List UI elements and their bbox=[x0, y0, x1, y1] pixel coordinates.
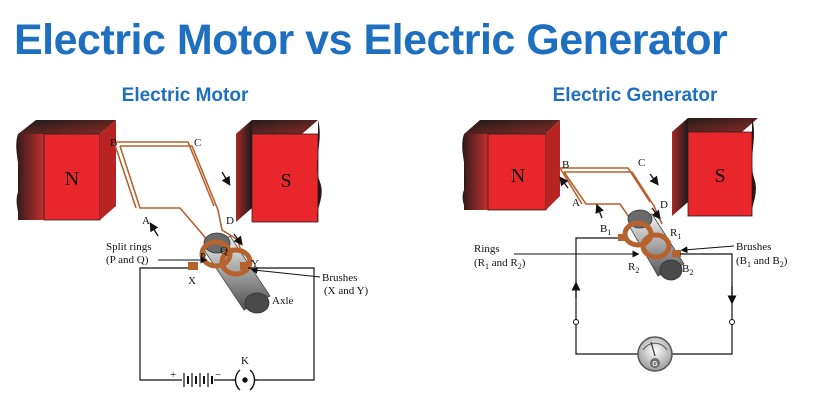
generator-diagram-svg: N S B C A D B1 R1 R2 B2 Rings (R1 and bbox=[462, 118, 788, 372]
generator-brushes-detail: (B1 and B2) bbox=[736, 255, 788, 269]
motor-key bbox=[232, 369, 258, 391]
generator-r1-label: R1 bbox=[670, 227, 681, 241]
motor-north-magnet: N bbox=[16, 120, 116, 221]
generator-terminal-left bbox=[573, 319, 579, 325]
generator-b1-label: B1 bbox=[600, 223, 611, 237]
generator-arrow-ab bbox=[559, 176, 569, 189]
motor-ring-q: Q bbox=[220, 245, 228, 257]
generator-heading: Electric Generator bbox=[552, 85, 718, 106]
motor-diagram: N S B C A D P Q X Y Split rings (P and Q… bbox=[8, 112, 384, 402]
generator-brush-b2 bbox=[672, 250, 681, 257]
generator-north-magnet: N bbox=[462, 120, 560, 211]
galvanometer-label: G bbox=[652, 361, 658, 368]
generator-corner-a: A bbox=[572, 197, 580, 209]
motor-corner-b: B bbox=[110, 137, 117, 149]
motor-battery bbox=[176, 373, 232, 387]
page-title: Electric Motor vs Electric Generator bbox=[14, 16, 728, 64]
motor-brush-y-label: Y bbox=[251, 258, 259, 270]
generator-corner-d: D bbox=[660, 199, 668, 211]
generator-brushes-pointer bbox=[680, 245, 735, 254]
motor-circuit bbox=[139, 267, 315, 381]
generator-arrow-d bbox=[651, 207, 661, 220]
generator-r2-label: R2 bbox=[628, 261, 639, 275]
motor-corner-d: D bbox=[226, 215, 234, 227]
generator-diagram: N S B C A D B1 R1 R2 B2 Rings (R1 and bbox=[452, 112, 814, 376]
generator-north-label: N bbox=[511, 165, 525, 187]
motor-brushes-label: Brushes bbox=[322, 272, 357, 284]
generator-arrow-a bbox=[595, 203, 604, 219]
motor-current-arrow-a bbox=[149, 222, 159, 237]
motor-south-label: S bbox=[280, 170, 291, 192]
motor-corner-a: A bbox=[142, 215, 150, 227]
motor-brushes-pointer bbox=[250, 266, 321, 278]
generator-arrow-cd bbox=[649, 173, 659, 186]
generator-south-magnet: S bbox=[672, 118, 758, 217]
generator-rings-detail: (R1 and R2) bbox=[474, 257, 526, 271]
motor-brush-x-label: X bbox=[188, 275, 196, 287]
motor-heading: Electric Motor bbox=[121, 85, 249, 106]
generator-south-label: S bbox=[714, 165, 725, 187]
motor-current-arrow-c bbox=[221, 171, 231, 186]
generator-brushes-label: Brushes bbox=[736, 241, 771, 253]
generator-terminal-right bbox=[729, 319, 735, 325]
generator-brush-b1 bbox=[618, 234, 627, 241]
motor-current-arrow-d bbox=[233, 233, 243, 246]
motor-north-label: N bbox=[65, 168, 79, 190]
motor-battery-plus: + bbox=[170, 369, 176, 381]
motor-brush-x bbox=[188, 262, 198, 270]
motor-key-label: K bbox=[241, 355, 249, 367]
generator-b2-label: B2 bbox=[682, 263, 693, 277]
motor-south-magnet: S bbox=[236, 120, 322, 223]
motor-split-rings-label: Split rings bbox=[106, 241, 152, 253]
motor-diagram-svg: N S B C A D P Q X Y Split rings (P and Q… bbox=[16, 120, 369, 391]
motor-brush-y bbox=[240, 262, 250, 270]
motor-axle-label: Axle bbox=[272, 295, 294, 307]
motor-battery-minus: − bbox=[215, 369, 221, 381]
galvanometer: G bbox=[637, 336, 673, 372]
motor-brushes-detail: (X and Y) bbox=[324, 285, 369, 297]
motor-corner-c: C bbox=[194, 137, 201, 149]
generator-rings-label: Rings bbox=[474, 243, 500, 255]
generator-corner-b: B bbox=[562, 159, 569, 171]
generator-corner-c: C bbox=[638, 157, 645, 169]
motor-split-rings-detail: (P and Q) bbox=[106, 254, 149, 266]
motor-ring-p: P bbox=[200, 251, 206, 263]
